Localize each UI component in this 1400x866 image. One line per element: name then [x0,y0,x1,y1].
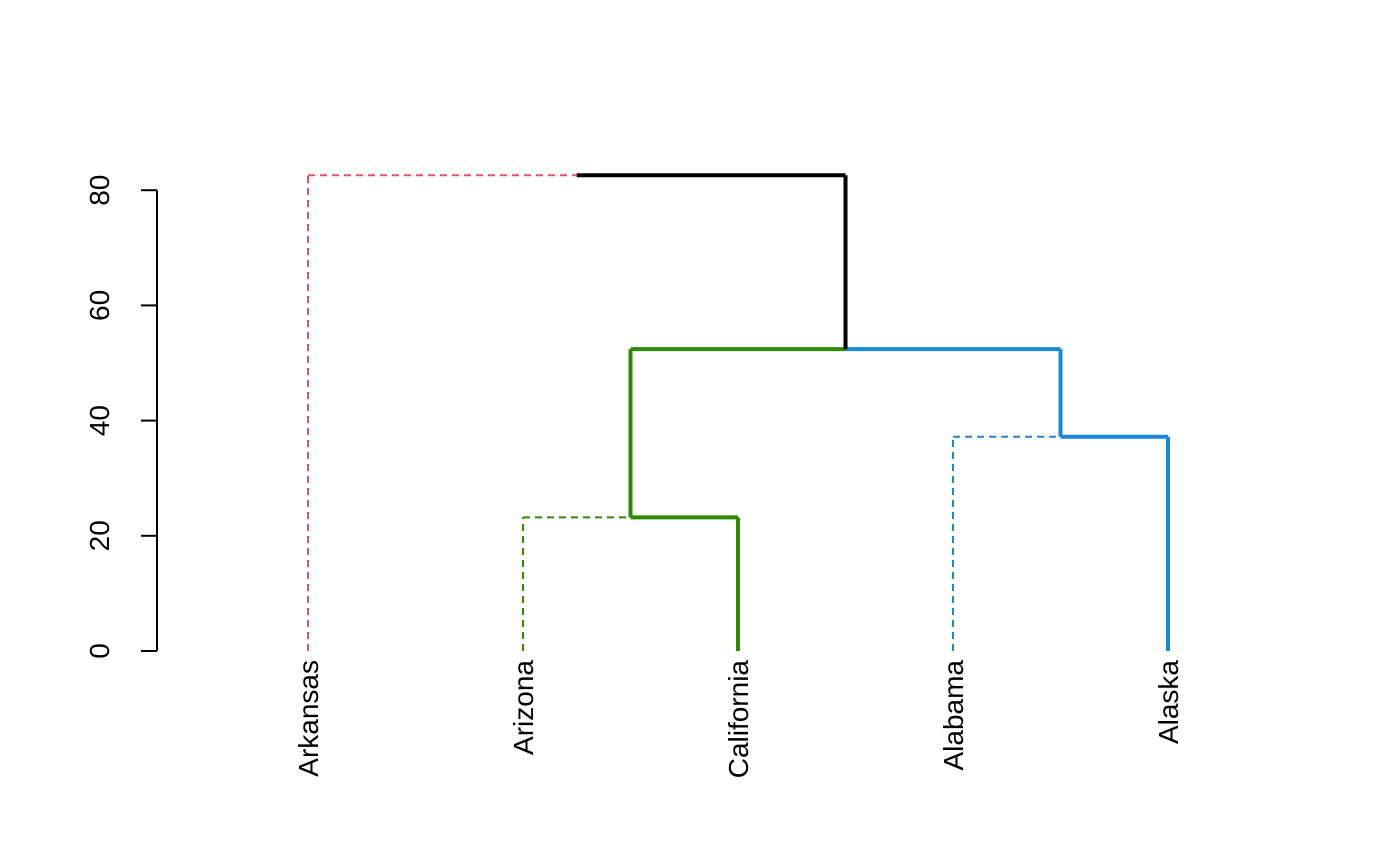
y-tick-label: 80 [84,175,115,206]
leaf-label: Alabama [938,660,969,771]
leaf-label: Arizona [508,660,539,755]
dendrogram-branches [307,173,1170,651]
leaf-label: Arkansas [293,660,324,777]
y-tick-label: 40 [84,405,115,436]
y-tick-label: 60 [84,290,115,321]
y-tick-label: 0 [84,643,115,659]
leaf-label: Alaska [1153,660,1184,744]
y-tick-label: 20 [84,520,115,551]
y-axis: 0 20 40 60 80 [84,175,158,659]
leaf-labels: Arkansas Arizona California Alabama Alaska [293,660,1184,779]
leaf-label: California [723,660,754,779]
